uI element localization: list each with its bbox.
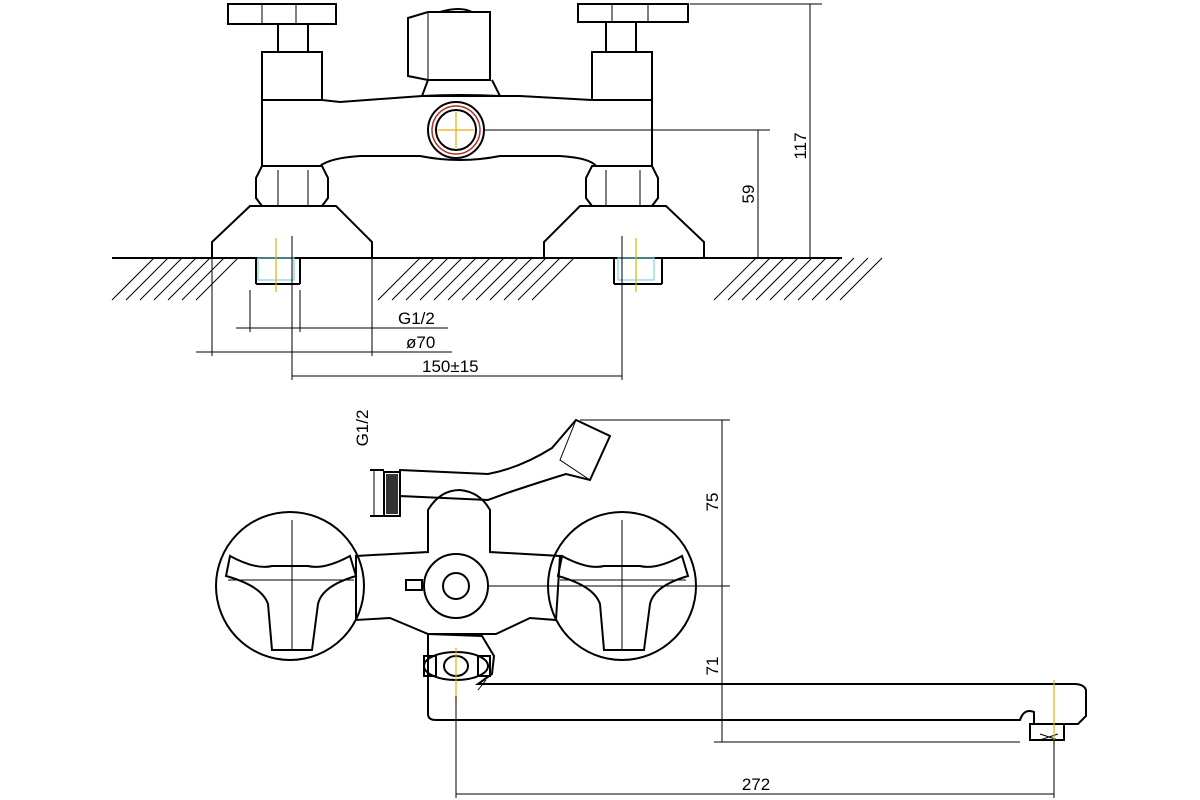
hatch-line [839, 257, 883, 301]
hatch-line [405, 257, 449, 301]
hatch-line [139, 257, 183, 301]
spout [423, 632, 1087, 746]
hatch-line [713, 257, 757, 301]
dim-272-label: 272 [742, 775, 770, 794]
hatch-line [447, 257, 491, 301]
hatch-line [811, 257, 855, 301]
hatch-line [741, 257, 785, 301]
hatch-line [489, 257, 533, 301]
hatch-line [769, 257, 813, 301]
plan-dimensions [373, 419, 1055, 798]
front-view: 117 59 G1/2 ø70 150±15 [111, 3, 883, 380]
hatch-line [531, 257, 575, 301]
dim-59-label: 59 [739, 185, 758, 204]
diverter-lever [370, 418, 612, 517]
hatch-line [461, 257, 505, 301]
hatch-line [377, 257, 421, 301]
plan-view: G1/2 75 71 272 [215, 410, 1087, 798]
horizontal-dimensions [196, 236, 623, 380]
hatch-line [825, 257, 869, 301]
dim-150-label: 150±15 [422, 357, 479, 376]
hatch-line [419, 257, 463, 301]
dim-o70-label: ø70 [406, 333, 435, 352]
hatch-line [195, 257, 239, 301]
right-handle [577, 3, 689, 101]
hatch-line [517, 257, 561, 301]
wall-hatching [111, 257, 883, 301]
right-connector [543, 165, 705, 292]
hatch-line [391, 257, 435, 301]
hatch-line [125, 257, 169, 301]
dim-g12-label: G1/2 [398, 309, 435, 328]
hatch-line [755, 257, 799, 301]
hatch-line [727, 257, 771, 301]
hatch-line [181, 257, 225, 301]
left-handle-disk [215, 511, 365, 661]
hatch-line [433, 257, 477, 301]
center-diverter [407, 8, 502, 97]
dim-75-label: 75 [703, 493, 722, 512]
hatch-line [783, 257, 827, 301]
dim-117-label: 117 [791, 132, 810, 159]
hatch-line [167, 257, 211, 301]
hatch-line [475, 257, 519, 301]
hatch-line [503, 257, 547, 301]
height-dimensions [484, 3, 822, 259]
hatch-line [153, 257, 197, 301]
left-handle [227, 3, 337, 101]
hatch-line [111, 257, 155, 301]
dim-71-label: 71 [703, 657, 722, 676]
dim-g12-side-label: G1/2 [353, 410, 372, 447]
hatch-line [797, 257, 841, 301]
